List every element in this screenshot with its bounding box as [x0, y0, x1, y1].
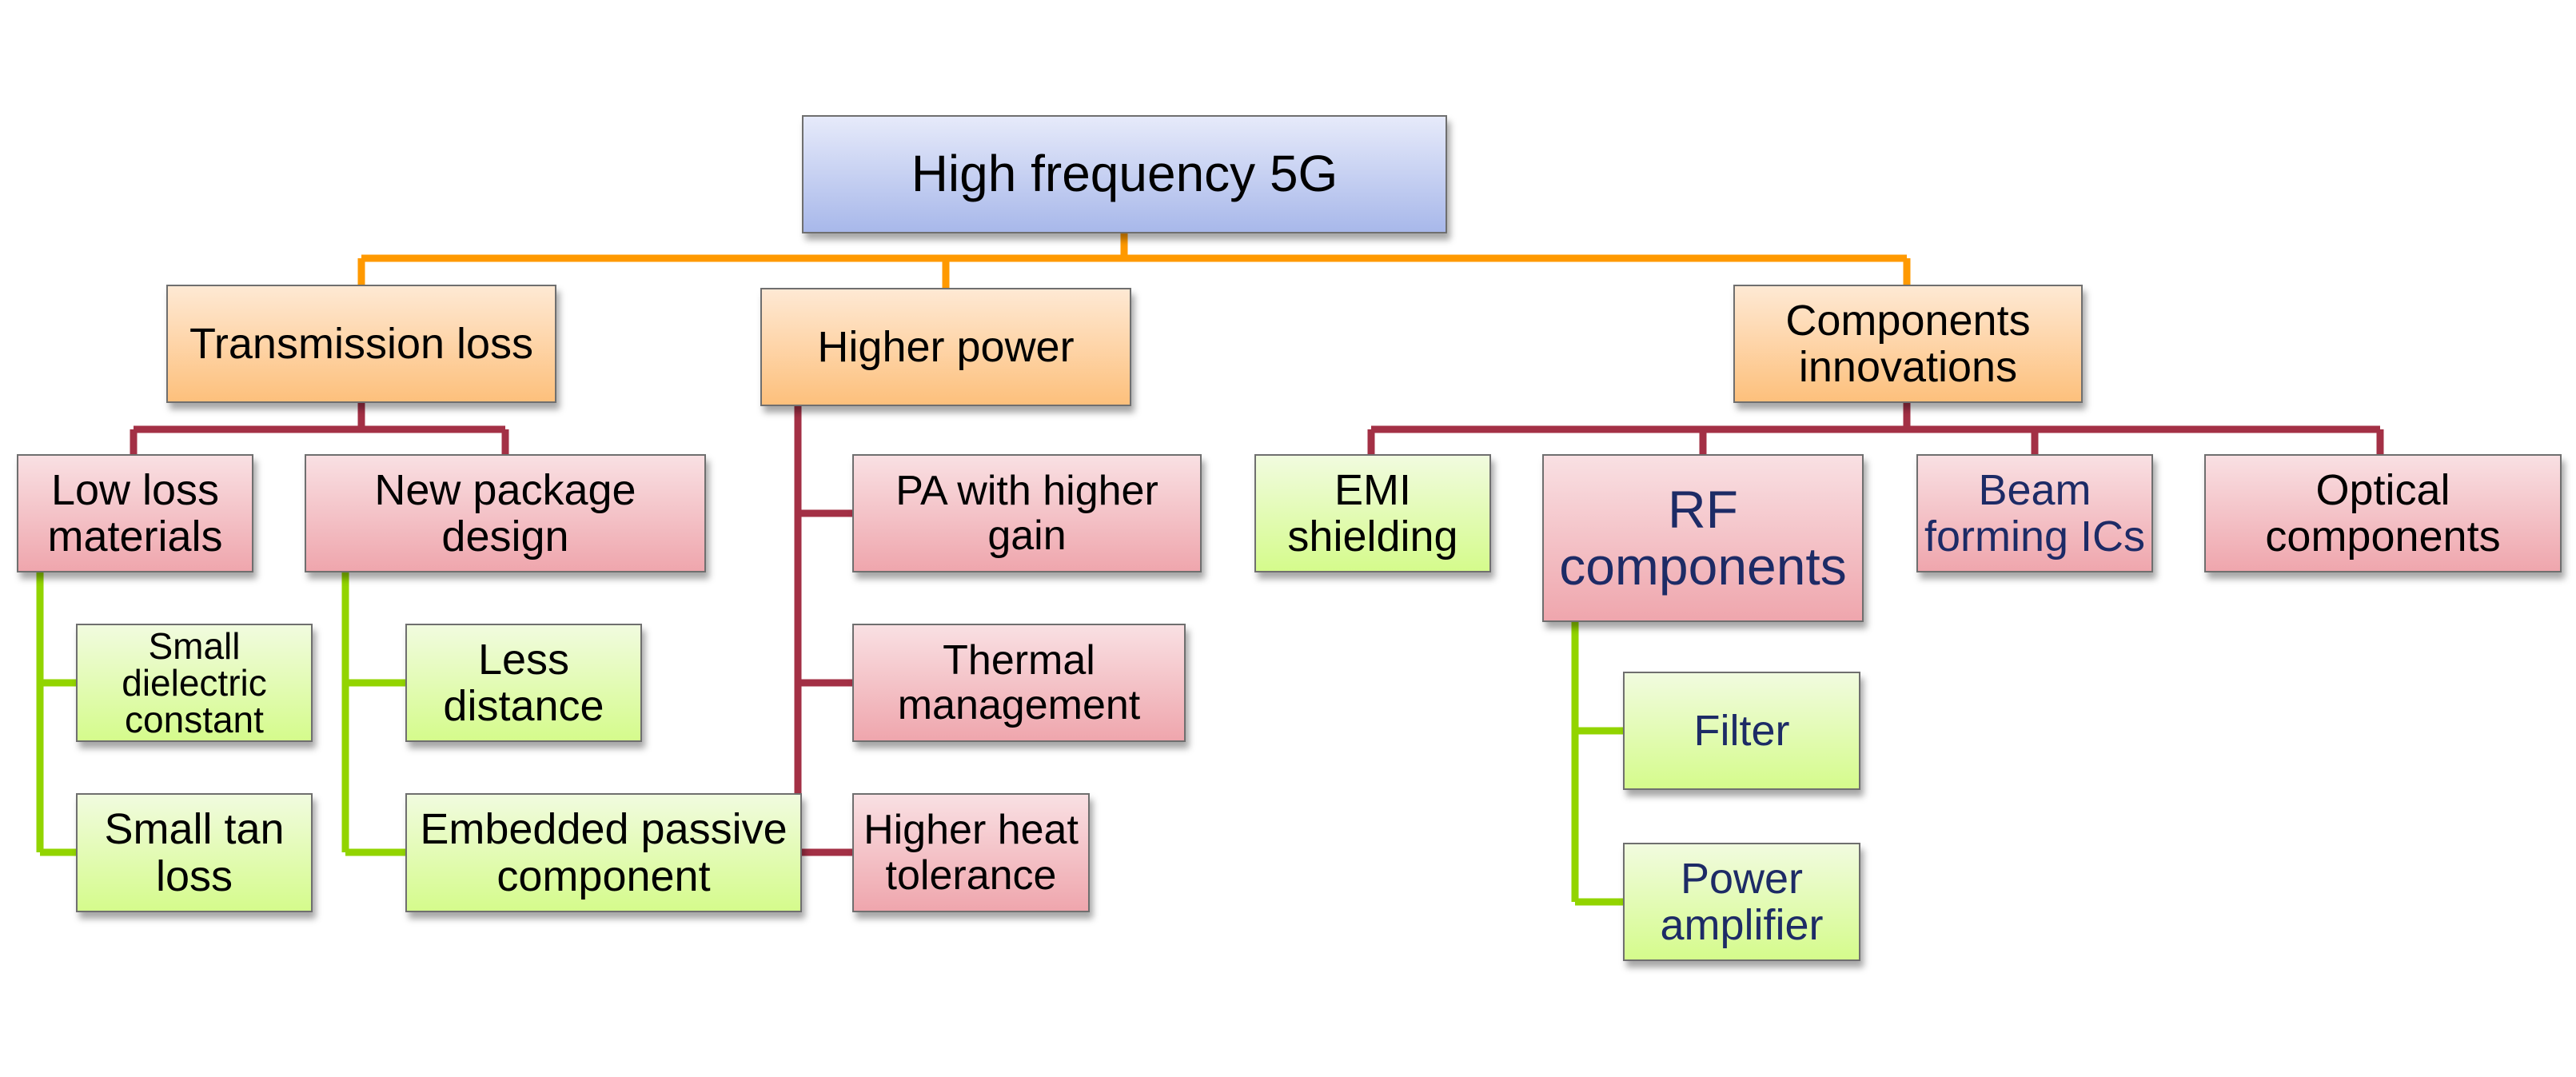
node-rf-components: RF components	[1542, 454, 1864, 622]
connector-new-package	[341, 572, 405, 856]
node-low-loss-materials: Low loss materials	[17, 454, 253, 572]
node-label: Higher power	[817, 322, 1075, 371]
node-thermal-management: Thermal management	[852, 624, 1186, 742]
root-node: High frequency 5G	[802, 115, 1447, 233]
node-label: Thermal management	[897, 636, 1141, 728]
connector-components	[1367, 403, 2384, 454]
root-label: High frequency 5G	[911, 145, 1338, 203]
node-label: Higher heat tolerance	[863, 807, 1079, 899]
node-emi-shielding: EMI shielding	[1254, 454, 1491, 572]
node-label: Transmission loss	[189, 319, 534, 368]
node-label: Power amplifier	[1660, 854, 1824, 949]
node-label: Filter	[1693, 706, 1790, 755]
node-label: Small dielectric constant	[122, 625, 267, 740]
node-pa-with-higher-gain: PA with higher gain	[852, 454, 1202, 572]
node-small-tan-loss: Small tan loss	[76, 793, 313, 912]
node-higher-heat-tolerance: Higher heat tolerance	[852, 793, 1090, 912]
node-transmission-loss: Transmission loss	[166, 285, 556, 403]
node-label: Low loss materials	[47, 465, 223, 560]
node-label: Components innovations	[1785, 296, 2031, 391]
connector-rf	[1571, 622, 1623, 906]
node-label: New package design	[374, 465, 636, 560]
connector-transmission	[130, 403, 509, 454]
node-beam-forming-ics: Beam forming ICs	[1916, 454, 2153, 572]
connector-low-loss	[36, 572, 76, 856]
node-label: Beam forming ICs	[1924, 465, 2146, 560]
connector-higher-power	[794, 406, 852, 856]
node-power-amplifier: Power amplifier	[1623, 843, 1860, 961]
node-label: PA with higher gain	[895, 467, 1158, 559]
node-label: EMI shielding	[1287, 465, 1458, 560]
node-label: Embedded passive component	[420, 805, 788, 900]
node-less-distance: Less distance	[405, 624, 642, 742]
node-filter: Filter	[1623, 672, 1860, 790]
node-label: Small tan loss	[104, 805, 285, 900]
node-new-package-design: New package design	[305, 454, 706, 572]
node-components-innovations: Components innovations	[1733, 285, 2083, 403]
node-label: RF components	[1559, 479, 1847, 596]
node-higher-power: Higher power	[760, 288, 1131, 406]
node-label: Optical components	[2265, 465, 2501, 560]
node-label: Less distance	[443, 635, 604, 730]
node-small-dielectric-constant: Small dielectric constant	[76, 624, 313, 742]
node-embedded-passive-component: Embedded passive component	[405, 793, 802, 912]
node-optical-components: Optical components	[2204, 454, 2562, 572]
